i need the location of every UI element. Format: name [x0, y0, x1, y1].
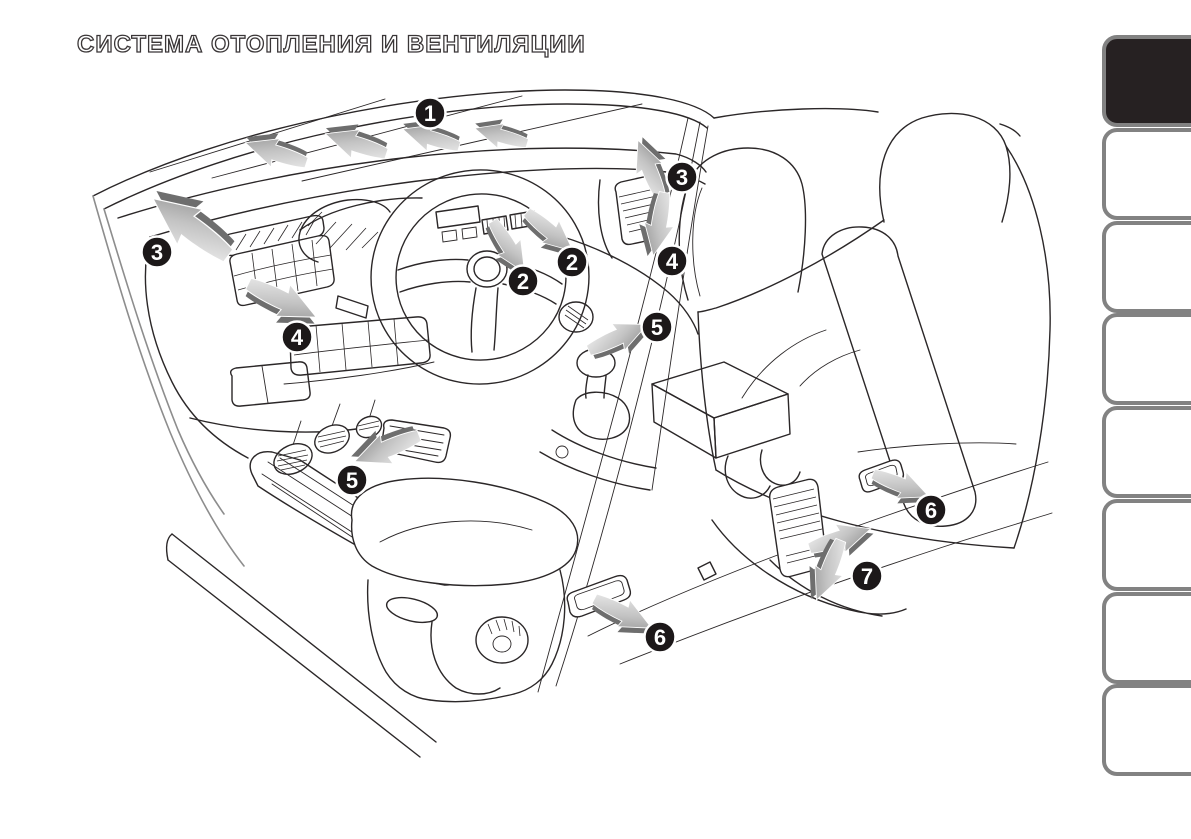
- a-pillar-outer: [92, 195, 245, 567]
- callout-4-right: 4: [655, 244, 689, 278]
- svg-text:2: 2: [517, 269, 529, 294]
- airflow-arrow-defrost-2: [318, 114, 393, 169]
- manual-index-tab-1: [1102, 35, 1191, 127]
- svg-text:1: 1: [424, 101, 436, 126]
- dash-storage-pocket: [229, 361, 311, 407]
- armrest: [651, 361, 791, 459]
- svg-text:6: 6: [925, 498, 937, 523]
- console-lines: [539, 429, 657, 491]
- page-title: СИСТЕМА ОТОПЛЕНИЯ И ВЕНТИЛЯЦИИ: [76, 30, 586, 58]
- console-button: [555, 445, 569, 459]
- svg-text:5: 5: [346, 468, 358, 493]
- car-interior-lineart: [92, 89, 1053, 758]
- rear-sill-line: [619, 512, 1053, 665]
- manual-index-tab-7: [1102, 592, 1191, 684]
- dash-left-face: [144, 236, 249, 459]
- roof-line-right: [999, 123, 1021, 137]
- dash-right-edge: [559, 235, 699, 335]
- callout-5-top: 5: [640, 310, 674, 344]
- door-sill-cap: [165, 533, 173, 561]
- a-pillar-inner: [103, 208, 225, 515]
- manual-index-tab-2: [1102, 128, 1191, 220]
- manual-index-tab-3: [1102, 221, 1191, 313]
- callout-6-left: 6: [643, 620, 677, 654]
- manual-index-tab-6: [1102, 499, 1191, 591]
- callouts: 1 2 2 3 3 4 4 5 5: [140, 96, 948, 654]
- callout-3-right: 3: [665, 160, 699, 194]
- column-stalk: [335, 295, 369, 319]
- pedals: [273, 399, 383, 475]
- driver-seat: [350, 477, 579, 703]
- dash-right-cap: [597, 179, 613, 259]
- callout-4-left: 4: [280, 320, 314, 354]
- svg-text:2: 2: [566, 250, 578, 275]
- windshield-header-outer: [92, 89, 715, 197]
- manual-index-tab-8: [1102, 684, 1191, 776]
- cupholders: [724, 449, 801, 499]
- callout-1: 1: [413, 96, 447, 130]
- svg-text:6: 6: [654, 625, 666, 650]
- roof-line: [713, 107, 879, 119]
- callout-7: 7: [850, 559, 884, 593]
- callout-2-left: 2: [506, 264, 540, 298]
- svg-text:3: 3: [151, 240, 163, 265]
- seatbelt-anchor: [697, 561, 717, 581]
- svg-text:4: 4: [666, 249, 679, 274]
- door-sill-line: [171, 533, 437, 743]
- cowl-line: [117, 147, 707, 219]
- gear-lever: [572, 348, 631, 440]
- rear-seat: [697, 112, 1051, 549]
- manual-index-tab-4: [1102, 313, 1191, 405]
- airflow-arrow-defrost-1: [238, 123, 313, 178]
- windshield-line: [301, 103, 643, 182]
- svg-text:5: 5: [651, 315, 663, 340]
- svg-text:7: 7: [861, 564, 873, 589]
- callout-5-bottom: 5: [335, 463, 369, 497]
- svg-text:3: 3: [676, 165, 688, 190]
- svg-text:4: 4: [291, 325, 304, 350]
- callout-2-right: 2: [555, 245, 589, 279]
- dash-knob: [558, 301, 594, 333]
- rear-console-vent: [768, 478, 828, 578]
- center-stack: [435, 205, 537, 243]
- manual-index-tab-5: [1102, 406, 1191, 498]
- seatbelt-line: [651, 125, 709, 491]
- door-sill-line: [167, 559, 421, 758]
- callout-3-left: 3: [140, 235, 174, 269]
- windshield-header-inner: [103, 103, 708, 210]
- callout-6-right: 6: [914, 493, 948, 527]
